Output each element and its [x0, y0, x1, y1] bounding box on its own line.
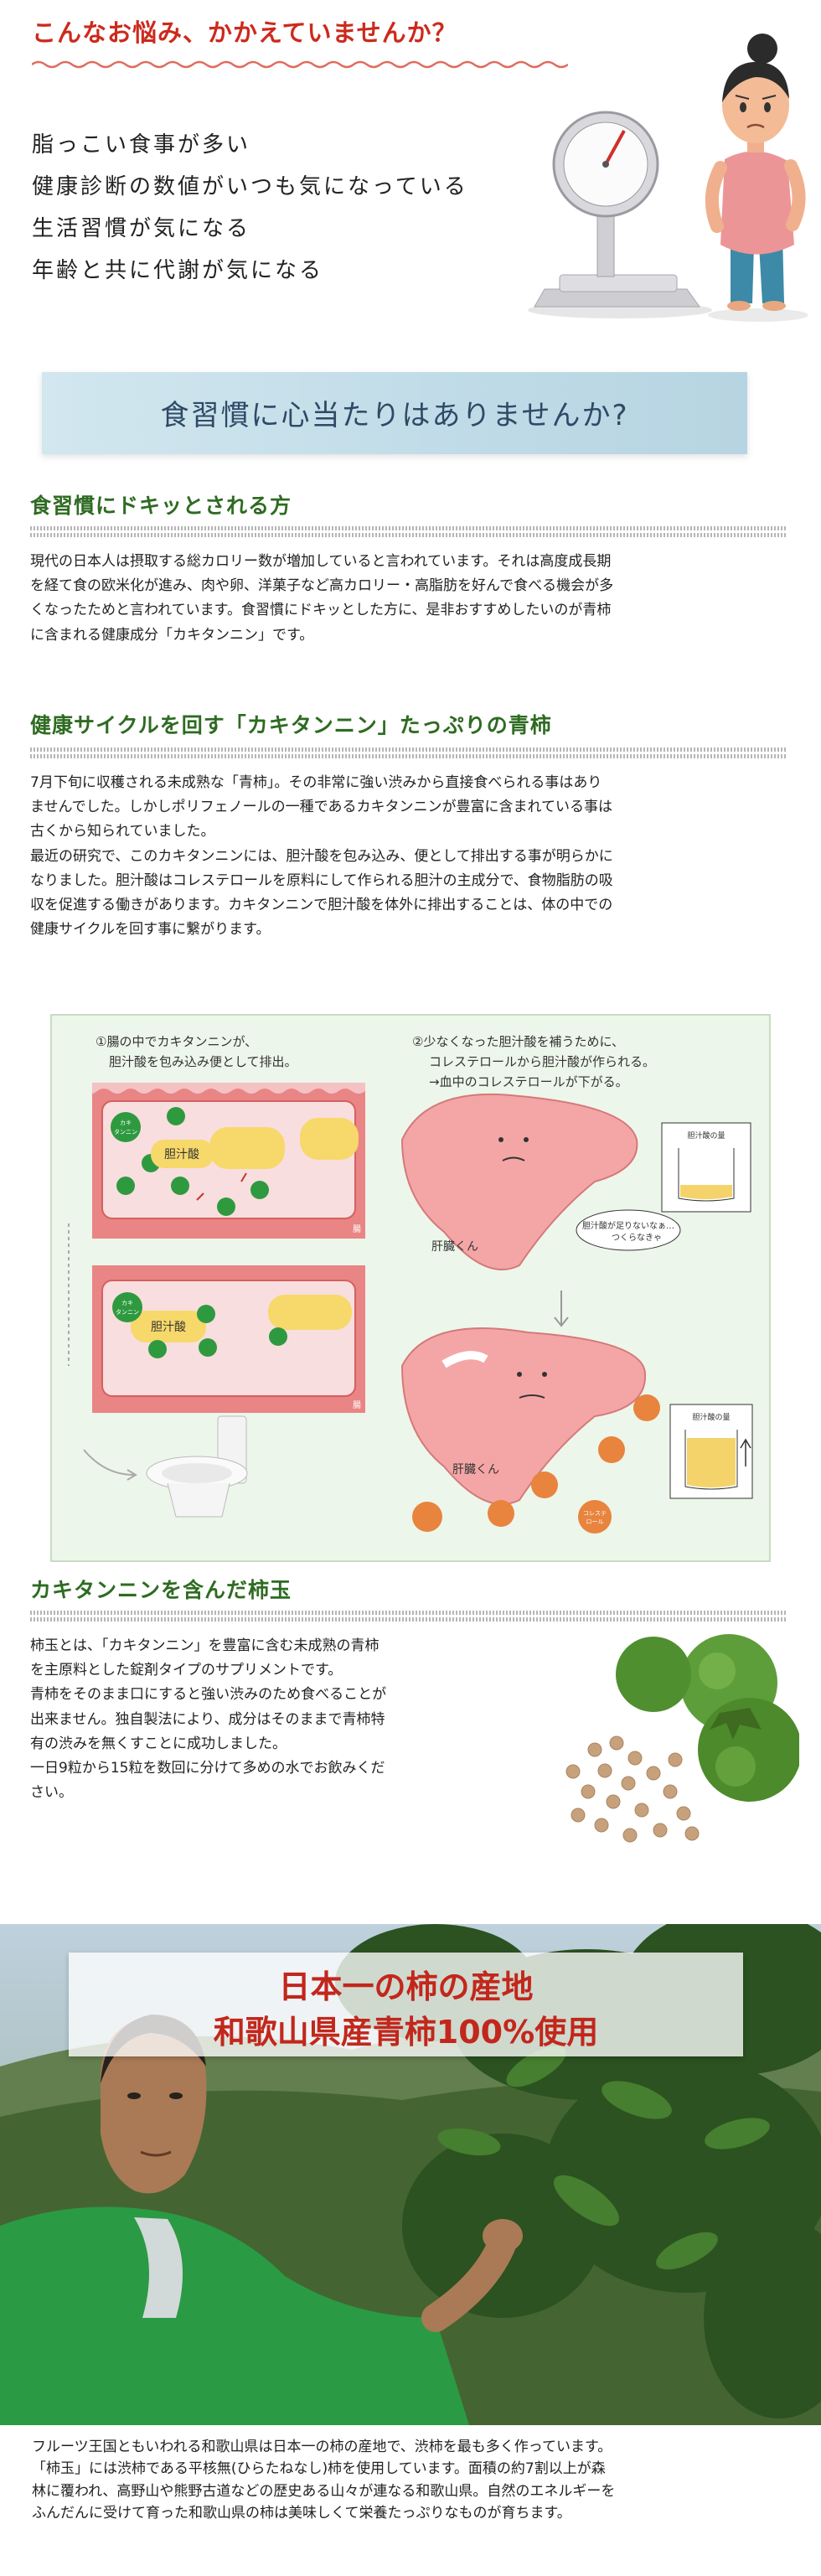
- section-title: カキタンニンを含んだ柿玉: [30, 1578, 292, 1602]
- scale-woman-illustration: [528, 34, 808, 322]
- banner-text: 食習慣に心当たりはありませんか?: [160, 399, 629, 432]
- step2-line: コレステロールから胆汁酸が作られる。: [429, 1054, 655, 1069]
- divider: [30, 1611, 787, 1615]
- section-title: 食習慣にドキッとされる方: [30, 494, 292, 518]
- worry-item: 健康診断の数値がいつも気になっている: [32, 174, 468, 199]
- body-line: 林に覆われ、高野山や熊野古道などの歴史ある山々が連なる和歌山県。自然のエネルギー…: [32, 2482, 616, 2500]
- liver-character-2: 肝臓くん 胆汁酸の量 コレステ ロール: [400, 1327, 753, 1534]
- hero-title: こんなお悩み、かかえていませんか？: [32, 18, 457, 47]
- body-line: 健康サイクルを回す事に繋がります。: [30, 921, 271, 939]
- step1-line: ①腸の中でカキタンニンが、: [96, 1034, 257, 1049]
- bile-amount-label: 胆汁酸の量: [687, 1130, 725, 1141]
- chol-label: ロール: [586, 1518, 604, 1525]
- body-line: さい。: [30, 1784, 73, 1802]
- body-line: 7月下旬に収穫される未成熟な「青柿」。その非常に強い渋みから直接食べられる事はあ…: [30, 774, 602, 791]
- tannin-label: カキ: [121, 1300, 133, 1306]
- section-body: 7月下旬に収穫される未成熟な「青柿」。その非常に強い渋みから直接食べられる事はあ…: [30, 771, 793, 943]
- body-line: を経て食の欧米化が進み、肉や卵、洋菓子など高カロリー・高脂肪を好んで食べる機会が…: [30, 577, 614, 595]
- section-title: 健康サイクルを回す「カキタンニン」たっぷりの青柿: [30, 713, 552, 737]
- step1-line: 胆汁酸を包み込み便として排出。: [109, 1054, 297, 1069]
- intestine-panel-1: カキ タンニン 胆汁酸 腸: [91, 1083, 365, 1239]
- step2-line: →血中のコレステロールが下がる。: [429, 1074, 628, 1089]
- mechanism-diagram: ①腸の中でカキタンニンが、 胆汁酸を包み込み便として排出。 ②少なくなった胆汁酸…: [50, 1014, 771, 1562]
- divider: [30, 526, 787, 530]
- promo-line1: 日本一の柿の産地: [278, 1968, 534, 2005]
- worry-list: 脂っこい食事が多い 健康診断の数値がいつも気になっている 生活習慣が気になる 年…: [32, 124, 468, 292]
- body-line: 有の渋みを無くすことに成功しました。: [30, 1735, 287, 1752]
- body-line: 古くから知られていました。: [30, 823, 215, 841]
- body-line: 収を促進する働きがあります。カキタンニンで胆汁酸を体外に排出することは、体の中で…: [30, 897, 613, 914]
- section-body: 現代の日本人は摂取する総カロリー数が増加していると言われています。それは高度成長…: [30, 550, 793, 648]
- worry-item: 年齢と共に代謝が気になる: [32, 258, 324, 283]
- body-line: 一日9粒から15粒を数回に分けて多めの水でお飲みくだ: [30, 1760, 385, 1777]
- body-line: ふんだんに受けて育った和歌山県の柿は美味しくて栄養たっぷりなものが育ちます。: [32, 2505, 571, 2522]
- body-line: 青柿をそのまま口にすると強い渋みのため食べることが: [30, 1686, 387, 1704]
- liver-label: 肝臓くん: [431, 1240, 478, 1254]
- banner: 食習慣に心当たりはありませんか?: [42, 372, 747, 454]
- bile-label: 胆汁酸: [164, 1148, 199, 1161]
- divider: [30, 533, 787, 537]
- body-line: を主原料とした錠剤タイプのサプリメントです。: [30, 1662, 343, 1679]
- body-line: なりました。胆汁酸はコレステロールを原料にして作られる胆汁の主成分で、食物脂肪の…: [30, 872, 613, 889]
- liver-label: 肝臓くん: [452, 1463, 499, 1477]
- divider: [30, 1617, 787, 1622]
- body-line: 「柿玉」には渋柿である平核無(ひらたねなし)柿を使用しています。面積の約7割以上…: [32, 2460, 606, 2478]
- toilet-icon: [83, 1415, 248, 1518]
- speech-line: つくらなきゃ: [612, 1233, 662, 1243]
- body-line: に含まれる健康成分「カキタンニン」です。: [30, 626, 314, 644]
- promo-line2: 和歌山県産青柿100%使用: [213, 2014, 599, 2051]
- wavy-underline: [32, 60, 568, 69]
- worry-item: 脂っこい食事が多い: [32, 132, 251, 158]
- chol-label: コレステ: [583, 1510, 607, 1517]
- speech-line: 胆汁酸が足りないなぁ…: [582, 1220, 674, 1231]
- divider: [30, 754, 787, 758]
- body-line: ませんでした。しかしポリフェノールの一種であるカキタンニンが豊富に含まれている事…: [30, 799, 612, 816]
- body-line: 最近の研究で、このカキタンニンには、胆汁酸を包み込み、便として排出する事が明らか…: [30, 847, 613, 865]
- tannin-label: タンニン: [116, 1308, 139, 1316]
- liver-character-1: 肝臓くん 胆汁酸の量 胆汁酸が足りないなぁ… つくらなきゃ: [400, 1093, 751, 1270]
- persimmon-tablets-photo: [536, 1624, 799, 1862]
- body-line: 現代の日本人は摂取する総カロリー数が増加していると言われています。それは高度成長…: [30, 553, 612, 570]
- body-line: フルーツ王国ともいわれる和歌山県は日本一の柿の産地で、渋柿を最も多く作っています…: [32, 2439, 612, 2455]
- intestine-panel-2: 胆汁酸 カキ タンニン 腸: [92, 1265, 365, 1413]
- bile-label: 胆汁酸: [151, 1321, 186, 1334]
- intestine-label: 腸: [353, 1224, 361, 1234]
- body-line: 出来ません。独自製法により、成分はそのままで青柿特: [30, 1710, 385, 1728]
- body-line: 柿玉とは、「カキタンニン」を豊富に含む未成熟の青柿: [30, 1637, 380, 1654]
- section-body: 柿玉とは、「カキタンニン」を豊富に含む未成熟の青柿 を主原料とした錠剤タイプのサ…: [30, 1634, 533, 1806]
- promo-body: フルーツ王国ともいわれる和歌山県は日本一の柿の産地で、渋柿を最も多く作っています…: [32, 2436, 794, 2524]
- tannin-label: タンニン: [114, 1128, 137, 1135]
- bile-amount-label: 胆汁酸の量: [692, 1412, 730, 1422]
- tannin-label: カキ: [120, 1120, 132, 1126]
- worry-item: 生活習慣が気になる: [32, 216, 251, 241]
- divider: [30, 747, 787, 752]
- intestine-label: 腸: [353, 1400, 361, 1410]
- body-line: くなったためと言われています。食習慣にドキッとした方に、是非おすすめしたいのが青…: [30, 602, 612, 619]
- step2-line: ②少なくなった胆汁酸を補うために、: [412, 1034, 624, 1049]
- promo-banner: 日本一の柿の産地 和歌山県産青柿100%使用: [69, 1953, 743, 2056]
